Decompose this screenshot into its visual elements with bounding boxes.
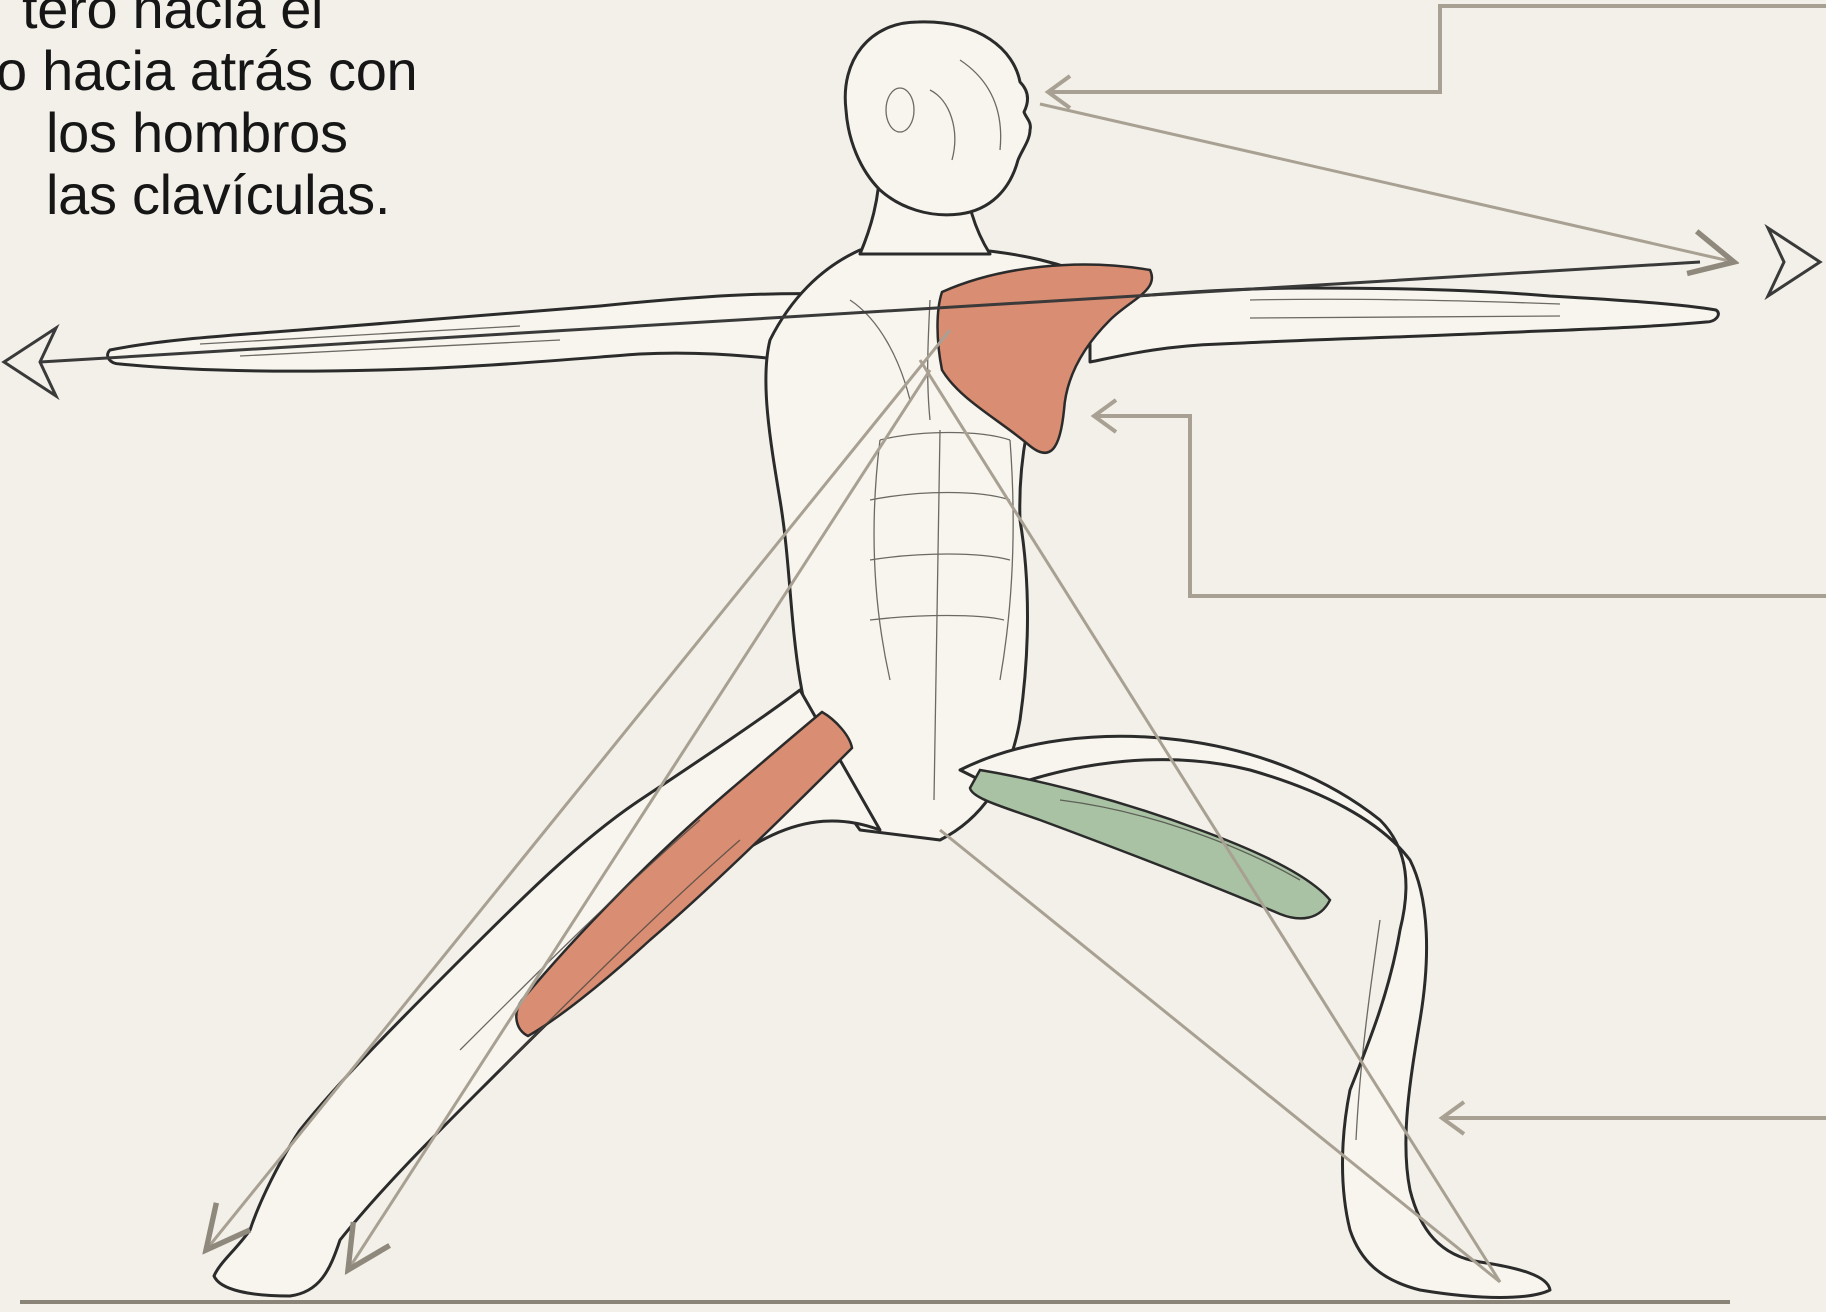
head — [845, 22, 1030, 215]
left-arm — [108, 294, 880, 372]
callout-chest — [1094, 416, 1826, 596]
callout-head — [1050, 6, 1826, 92]
right-arm — [1090, 288, 1718, 362]
figure-body — [108, 22, 1719, 1298]
right-arrowhead-icon — [1768, 228, 1820, 296]
callout-lines — [1050, 6, 1826, 1118]
